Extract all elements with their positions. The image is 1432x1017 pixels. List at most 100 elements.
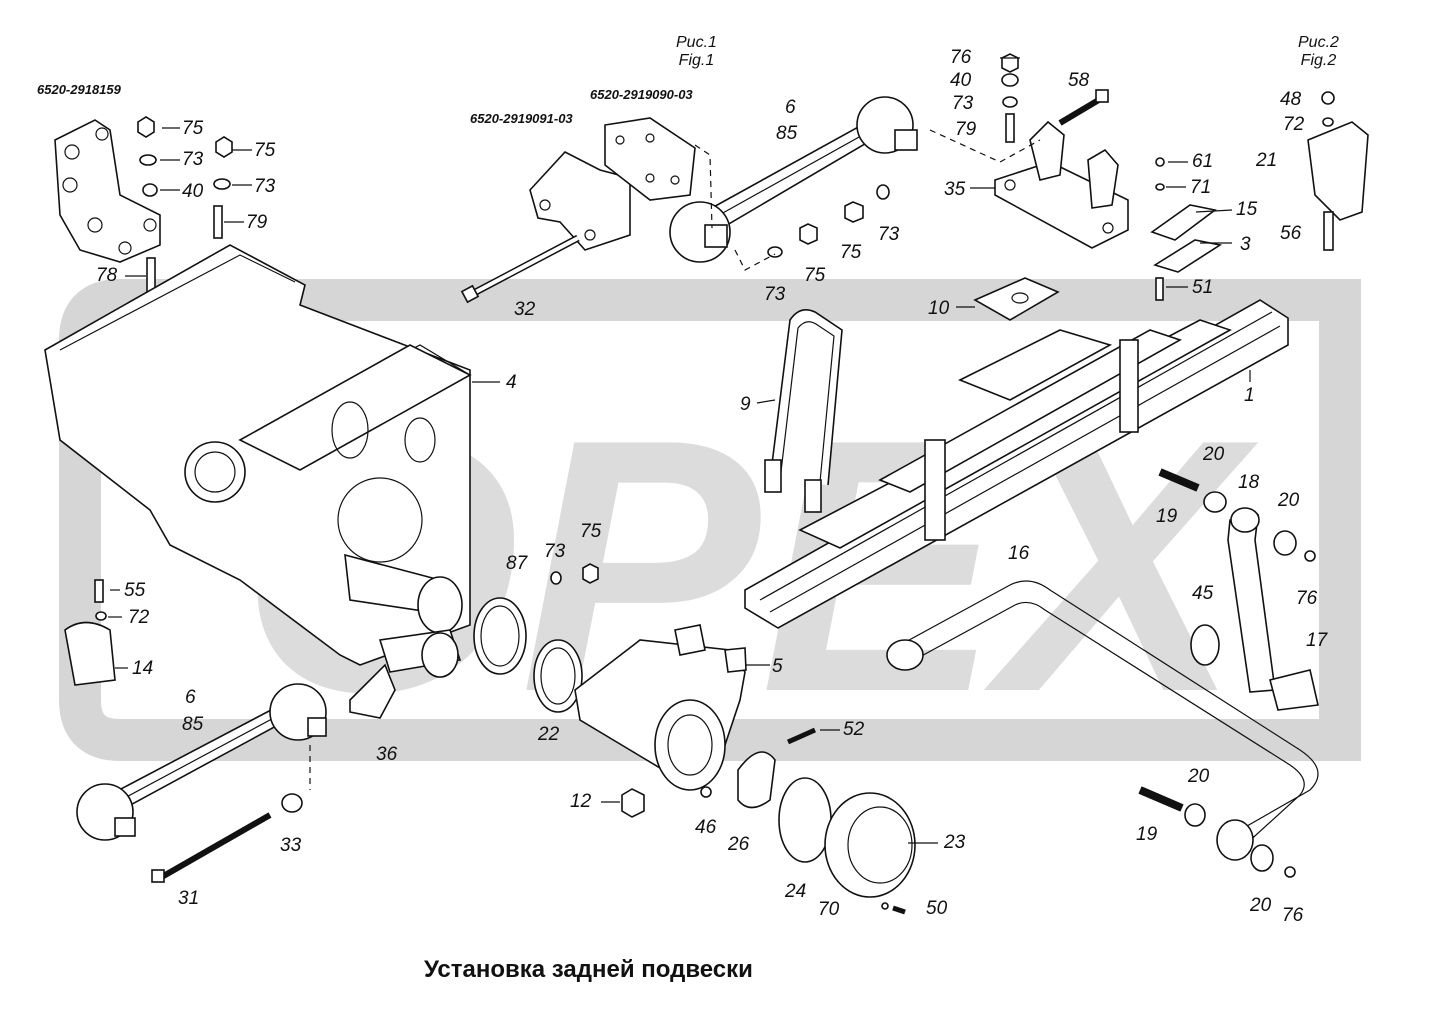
callout: 6 bbox=[785, 97, 796, 118]
callout: 75 bbox=[804, 265, 826, 286]
callout: 87 bbox=[506, 553, 528, 574]
fig2-en: Fig.2 bbox=[1300, 51, 1337, 69]
callout: 73 bbox=[878, 224, 900, 245]
pads-right bbox=[1150, 157, 1223, 301]
callout: 26 bbox=[728, 834, 750, 855]
callout: 75 bbox=[254, 140, 276, 161]
callout: 50 bbox=[926, 898, 948, 919]
code-2918159: 6520-2918159 bbox=[37, 82, 121, 97]
callout: 45 bbox=[1192, 583, 1214, 604]
fig2-caption: Рис.2 Fig.2 bbox=[1298, 34, 1339, 69]
callout: 19 bbox=[1156, 506, 1178, 527]
fig1-caption: Рис.1 Fig.1 bbox=[676, 34, 717, 69]
callout: 14 bbox=[132, 658, 154, 679]
stabilizer-bar-16 bbox=[886, 580, 1319, 861]
callout: 52 bbox=[843, 719, 865, 740]
callout: 55 bbox=[124, 580, 146, 601]
callout: 15 bbox=[1236, 199, 1258, 220]
bracket-2919091 bbox=[529, 151, 631, 251]
bracket-35 bbox=[994, 120, 1129, 249]
callout: 85 bbox=[776, 123, 798, 144]
callout: 17 bbox=[1306, 630, 1328, 651]
callout: 5 bbox=[772, 656, 783, 677]
callout: 36 bbox=[376, 744, 398, 765]
callout: 20 bbox=[1278, 490, 1300, 511]
callout: 24 bbox=[785, 881, 807, 902]
callout: 19 bbox=[1136, 824, 1158, 845]
callout: 35 bbox=[944, 179, 966, 200]
link-assembly-right bbox=[1158, 468, 1319, 711]
bolt-32 bbox=[460, 234, 580, 304]
code-2919090: 6520-2919090-03 bbox=[590, 87, 693, 102]
callout: 1 bbox=[1244, 385, 1255, 406]
leaf-spring-1 bbox=[744, 299, 1289, 629]
callout: 51 bbox=[1192, 277, 1214, 298]
code-2919091: 6520-2919091-03 bbox=[470, 111, 573, 126]
callout: 16 bbox=[1008, 543, 1030, 564]
hub-parts bbox=[621, 727, 916, 915]
callout: 48 bbox=[1280, 89, 1302, 110]
pad-10 bbox=[973, 277, 1060, 321]
callout: 31 bbox=[178, 888, 200, 909]
diagram-title: Установка задней подвески bbox=[424, 956, 753, 983]
callout: 46 bbox=[695, 817, 717, 838]
bracket-21 bbox=[1307, 91, 1369, 251]
callout: 3 bbox=[1240, 234, 1251, 255]
callout: 56 bbox=[1280, 223, 1302, 244]
callout: 73 bbox=[544, 541, 566, 562]
left-small-parts bbox=[64, 579, 396, 719]
callout: 20 bbox=[1250, 895, 1272, 916]
hub-carrier-5 bbox=[574, 624, 747, 791]
callout: 75 bbox=[580, 521, 602, 542]
callout: 75 bbox=[840, 242, 862, 263]
callout: 72 bbox=[1283, 114, 1305, 135]
callout: 20 bbox=[1203, 444, 1225, 465]
callout: 40 bbox=[950, 70, 972, 91]
callout: 76 bbox=[1296, 588, 1318, 609]
callout: 85 bbox=[182, 714, 204, 735]
callout: 61 bbox=[1192, 151, 1214, 172]
fig2-ru: Рис.2 bbox=[1298, 34, 1339, 51]
callout: 23 bbox=[944, 832, 966, 853]
leader-lines bbox=[108, 57, 1251, 844]
fig1-ru: Рис.1 bbox=[676, 34, 717, 51]
callout: 73 bbox=[182, 149, 204, 170]
callout: 73 bbox=[254, 176, 276, 197]
nuts-rod-top bbox=[767, 184, 890, 258]
callout: 4 bbox=[506, 372, 517, 393]
callout: 71 bbox=[1190, 177, 1212, 198]
reaction-rod-top bbox=[669, 96, 918, 263]
callout: 18 bbox=[1238, 472, 1260, 493]
callout: 6 bbox=[185, 687, 196, 708]
callout: 76 bbox=[950, 47, 972, 68]
callout: 21 bbox=[1256, 150, 1278, 171]
callout: 79 bbox=[955, 119, 977, 140]
callout: 78 bbox=[96, 265, 118, 286]
callout: 73 bbox=[764, 284, 786, 305]
callout: 79 bbox=[246, 212, 268, 233]
callout: 12 bbox=[570, 791, 592, 812]
link-assembly-lower bbox=[1138, 786, 1296, 878]
callout: 73 bbox=[952, 93, 974, 114]
callout: 20 bbox=[1188, 766, 1210, 787]
callout: 70 bbox=[818, 899, 840, 920]
fasteners-top-left bbox=[137, 116, 233, 295]
callout: 72 bbox=[128, 607, 150, 628]
callout: 22 bbox=[538, 724, 560, 745]
callout: 40 bbox=[182, 181, 204, 202]
carrier-4 bbox=[44, 244, 472, 678]
u-bolt-9 bbox=[764, 309, 843, 513]
callout: 58 bbox=[1068, 70, 1090, 91]
fig1-en: Fig.1 bbox=[678, 51, 715, 69]
callout: 76 bbox=[1282, 905, 1304, 926]
callout: 10 bbox=[928, 298, 950, 319]
bracket-2919090 bbox=[604, 117, 696, 201]
reaction-rod-bottom bbox=[76, 683, 327, 883]
seals bbox=[473, 563, 599, 713]
callout: 33 bbox=[280, 835, 302, 856]
bracket-2918159 bbox=[54, 119, 161, 263]
callout: 75 bbox=[182, 118, 204, 139]
callout: 32 bbox=[514, 299, 536, 320]
